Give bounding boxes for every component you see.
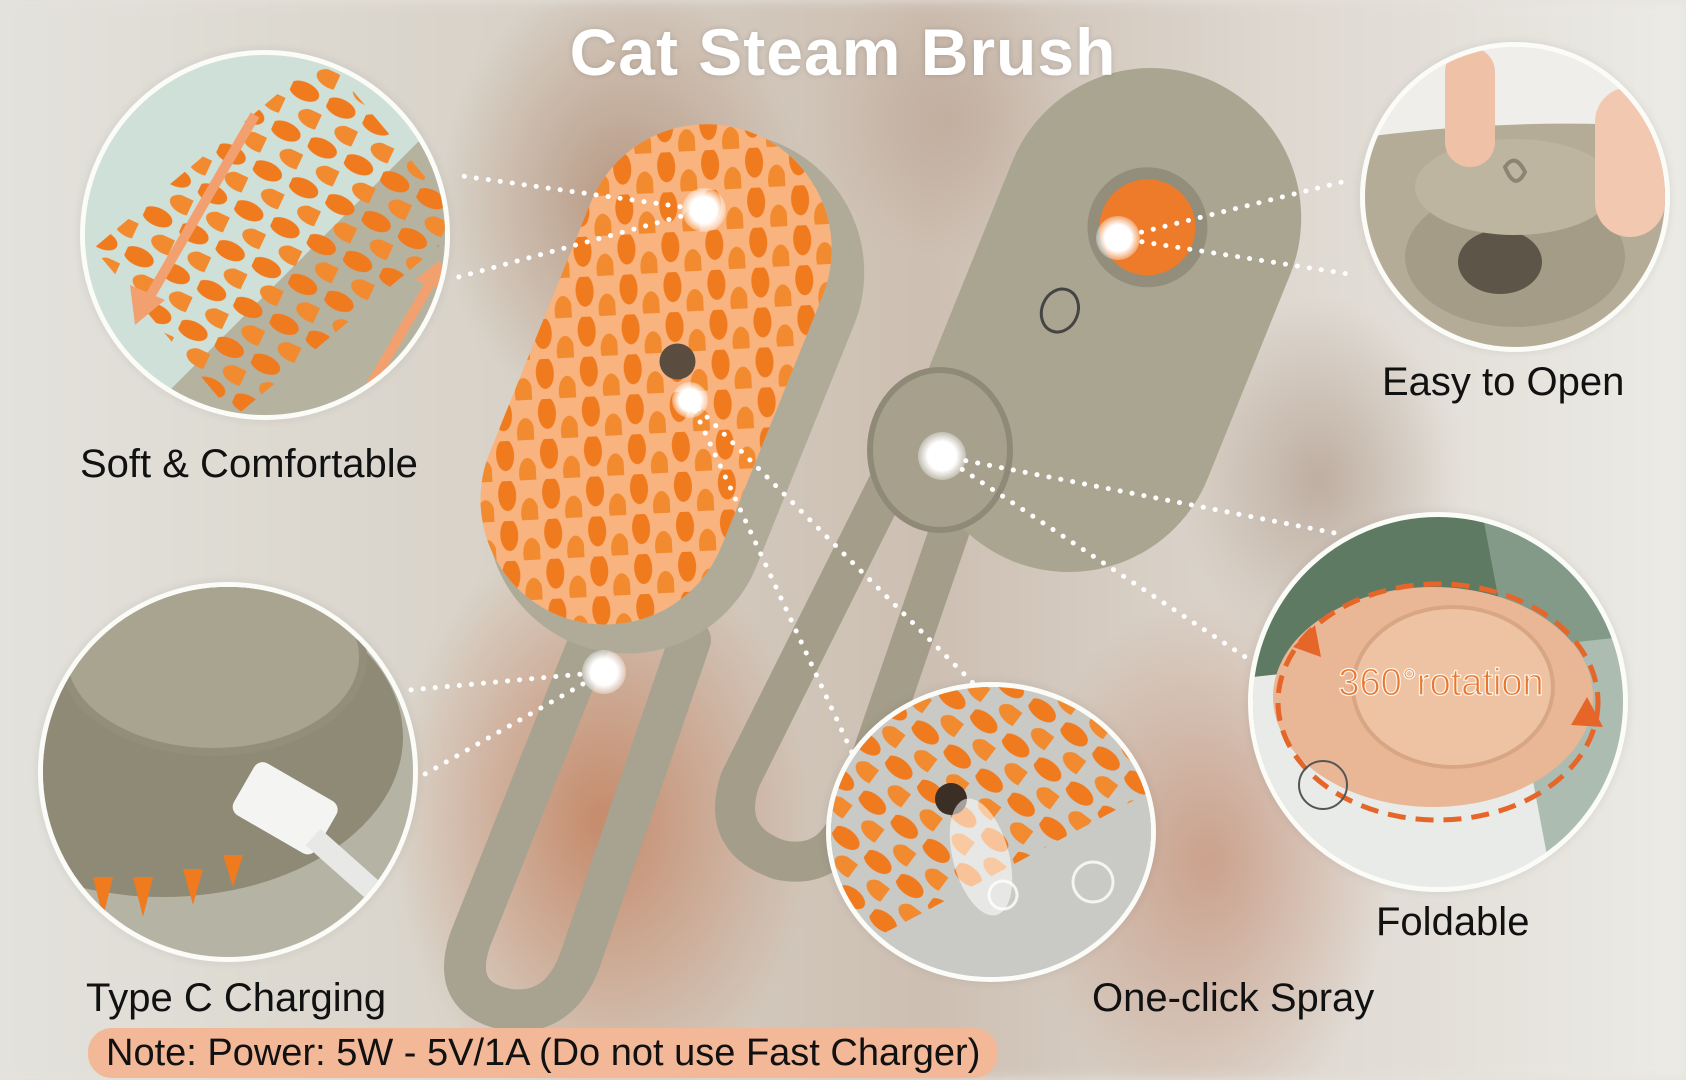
spray-closeup-image	[831, 687, 1151, 977]
feature-label-open: Easy to Open	[1382, 360, 1625, 404]
rotation-arrow-left-icon	[1293, 625, 1321, 657]
left-brush-handle	[444, 619, 711, 1032]
bristle-closeup-image	[85, 55, 445, 415]
usb-c-plug	[232, 762, 338, 855]
bristle-tips	[93, 855, 243, 917]
leader-lines	[407, 172, 1358, 781]
rotation-dashed-ring	[1275, 581, 1601, 823]
right-brush-body	[918, 68, 1302, 572]
rotation-label: 360°rotation	[1338, 662, 1543, 704]
page-title: Cat Steam Brush	[569, 15, 1117, 89]
feature-label-soft: Soft & Comfortable	[80, 442, 418, 486]
inset-type-c-charging	[38, 582, 418, 962]
inset-soft-bristles	[80, 50, 450, 420]
feature-label-charging: Type C Charging	[86, 976, 387, 1020]
rotation-arrow-right-icon	[1571, 697, 1603, 727]
arrow-up-icon	[415, 260, 445, 290]
feature-label-spray: One-click Spray	[1092, 976, 1375, 1020]
cap-closeup-image	[1365, 47, 1665, 347]
inset-one-click-spray	[826, 682, 1156, 982]
steam-mist	[949, 798, 1013, 916]
foldable-closeup-image: 360°rotation	[1253, 517, 1623, 887]
power-note-banner: Note: Power: 5W - 5V/1A (Do not use Fast…	[88, 1028, 999, 1078]
inset-easy-open	[1360, 42, 1670, 352]
charging-closeup-image	[43, 587, 413, 957]
feature-label-foldable: Foldable	[1376, 900, 1530, 944]
finger	[1445, 47, 1495, 167]
arrow-down-icon	[130, 285, 165, 325]
inset-foldable: 360°rotation	[1248, 512, 1628, 892]
